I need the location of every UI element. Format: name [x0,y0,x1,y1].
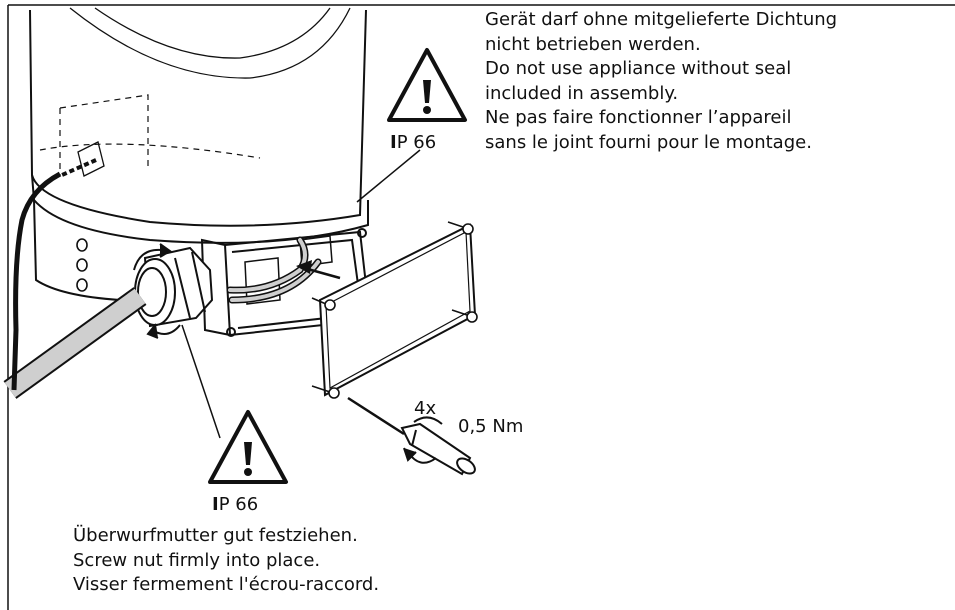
vent-holes [76,238,88,292]
leader-line-bottom [181,324,221,439]
cable-gland [134,246,214,328]
screwdriver-rotate-icon [403,416,443,464]
nut-note-line: Screw nut firmly into place. [73,549,321,571]
seal-note-line: sans le joint fourni pour le montage. [485,131,812,153]
ip-rating-bottom-rest: P 66 [218,494,259,515]
supply-cable [3,287,147,399]
cover-plate [318,223,477,397]
torque-label: 0,5 Nm [458,416,524,437]
seal-note: Gerät darf ohne mitgelieferte Dichtung n… [485,8,837,155]
seal-note-line: Gerät darf ohne mitgelieferte Dichtung [485,9,838,30]
seal-note-line: nicht betrieben werden. [485,33,701,55]
screw-count-label: 4x [414,398,437,419]
ip-rating-top-first: I [390,132,397,153]
nut-note: Überwurfmutter gut festziehen. Screw nut… [73,524,379,598]
screwdriver-icon [347,396,476,476]
ip-rating-top-rest: P 66 [396,132,437,153]
warning-icon [208,410,288,484]
hanging-cable [11,158,97,391]
ip-rating-top: IP 66 [390,132,436,153]
seal-note-line: included in assembly. [485,82,679,104]
nut-note-line: Überwurfmutter gut festziehen. [73,525,358,546]
housing [29,7,369,301]
ip-rating-bottom-first: I [212,494,219,515]
cover-screws [311,221,478,399]
leader-line-top [356,149,421,203]
seal-note-line: Do not use appliance without seal [485,58,792,79]
rotate-arrow-icon [133,243,181,339]
insert-arrow [296,260,341,280]
ip-rating-bottom: IP 66 [212,494,258,515]
warning-icon [387,48,467,122]
nut-note-line: Visser fermement l'écrou-raccord. [73,574,380,595]
seal-note-line: Ne pas faire fonctionner l’appareil [485,107,792,128]
